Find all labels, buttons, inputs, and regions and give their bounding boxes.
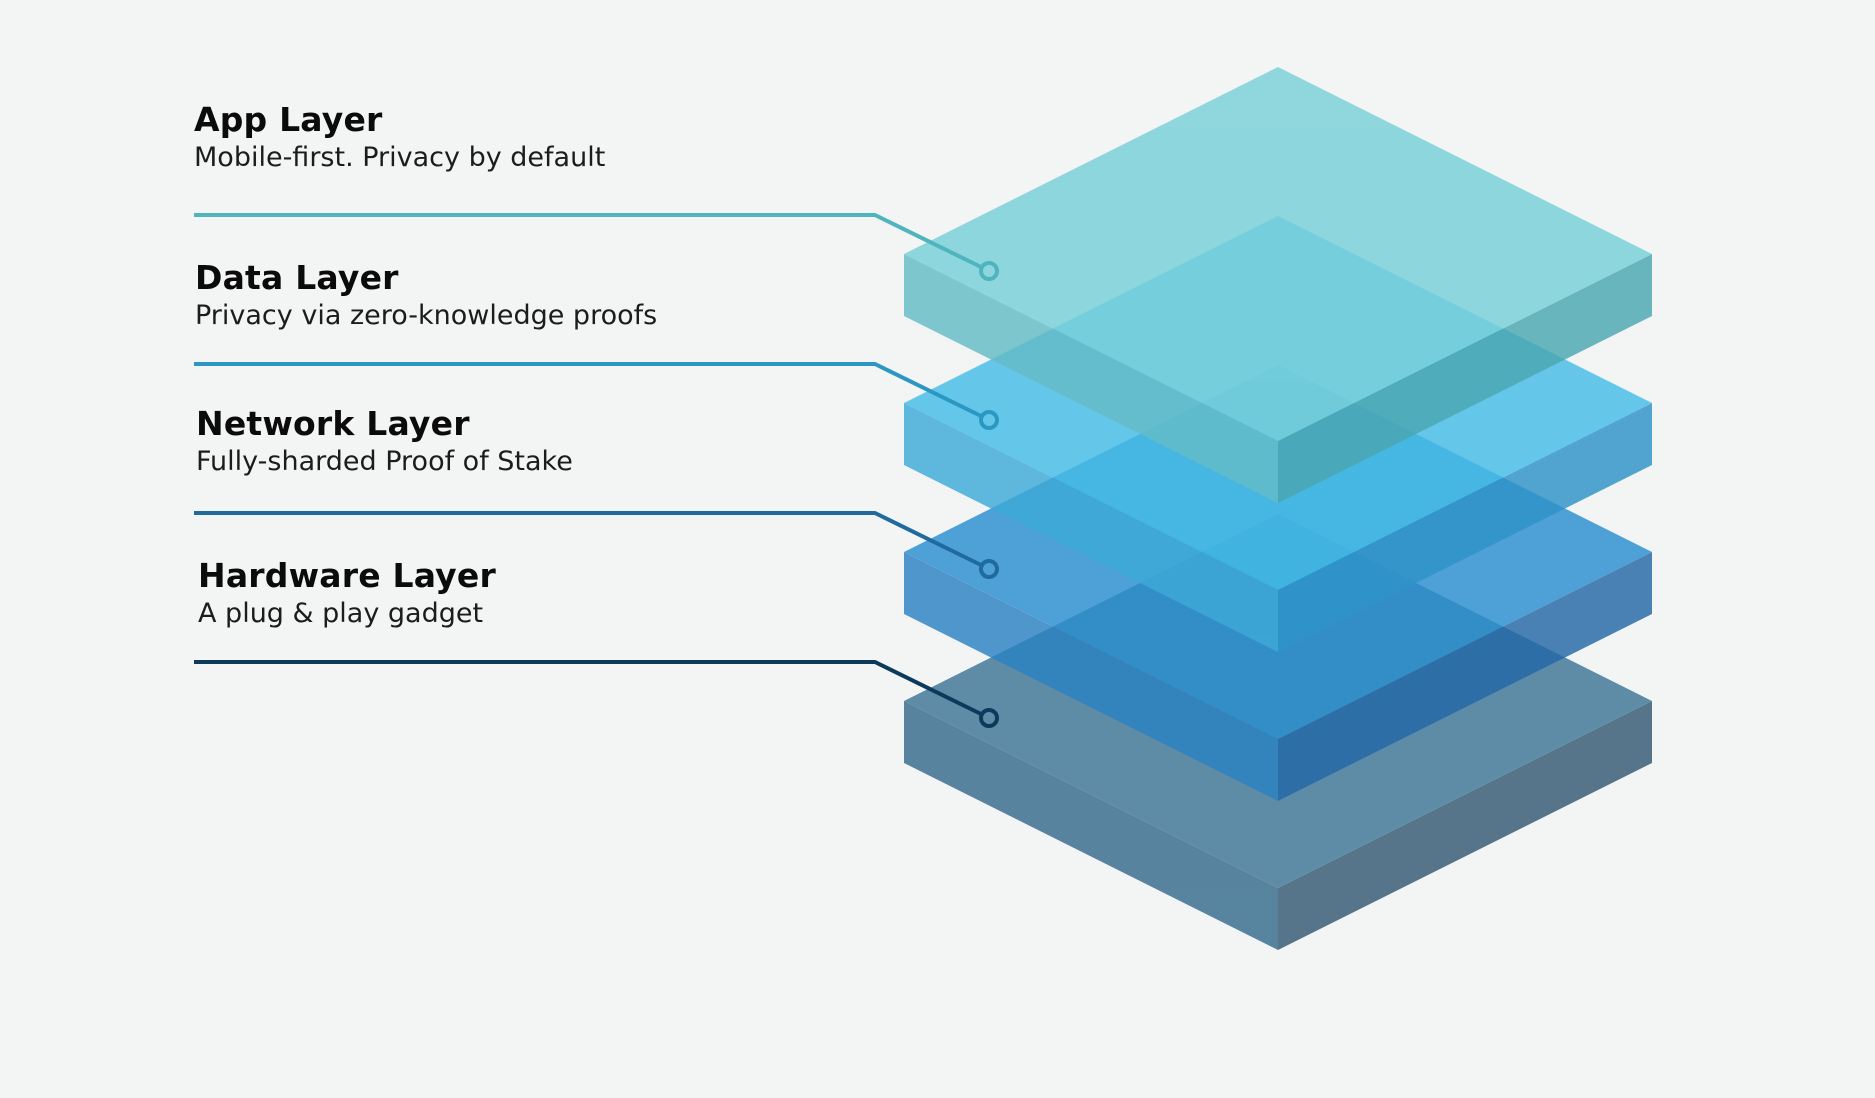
slab-right-face [1278, 403, 1652, 652]
leader-line-app [194, 213, 982, 269]
layer-label-network: Network Layer Fully-sharded Proof of Sta… [196, 404, 573, 480]
slab-left-face [904, 403, 1278, 652]
leader-dot-network [979, 559, 999, 579]
layer-title: Data Layer [195, 258, 399, 297]
layer-title: App Layer [194, 100, 383, 139]
slab-right-face [1278, 701, 1652, 950]
layer-title: Hardware Layer [198, 556, 496, 595]
slab-left-face [904, 552, 1278, 801]
slab-top-face [904, 67, 1652, 441]
leader-line-network [194, 511, 982, 567]
slab-left-face [904, 254, 1278, 503]
leader-dot-app [979, 261, 999, 281]
slab-right-face [1278, 552, 1652, 801]
leader-lines-group [194, 213, 999, 728]
layer-label-app: App Layer Mobile-first. Privacy by defau… [194, 100, 605, 176]
leader-dot-hardware [979, 708, 999, 728]
layer-label-hardware: Hardware Layer A plug & play gadget [198, 556, 496, 632]
slab-left-face [904, 701, 1278, 950]
leader-line-hardware [194, 660, 982, 716]
slabs-group [904, 67, 1652, 950]
layer-subtitle: Privacy via zero-knowledge proofs [195, 300, 658, 331]
slab-app [904, 67, 1652, 503]
leader-line-data [194, 362, 982, 418]
layer-label-data: Data Layer Privacy via zero-knowledge pr… [195, 258, 657, 334]
layer-subtitle: Fully-sharded Proof of Stake [196, 446, 573, 477]
layer-subtitle: Mobile-first. Privacy by default [194, 142, 606, 173]
leader-dot-data [979, 410, 999, 430]
layer-subtitle: A plug & play gadget [198, 598, 484, 629]
layer-title: Network Layer [196, 404, 470, 443]
slab-right-face [1278, 254, 1652, 503]
